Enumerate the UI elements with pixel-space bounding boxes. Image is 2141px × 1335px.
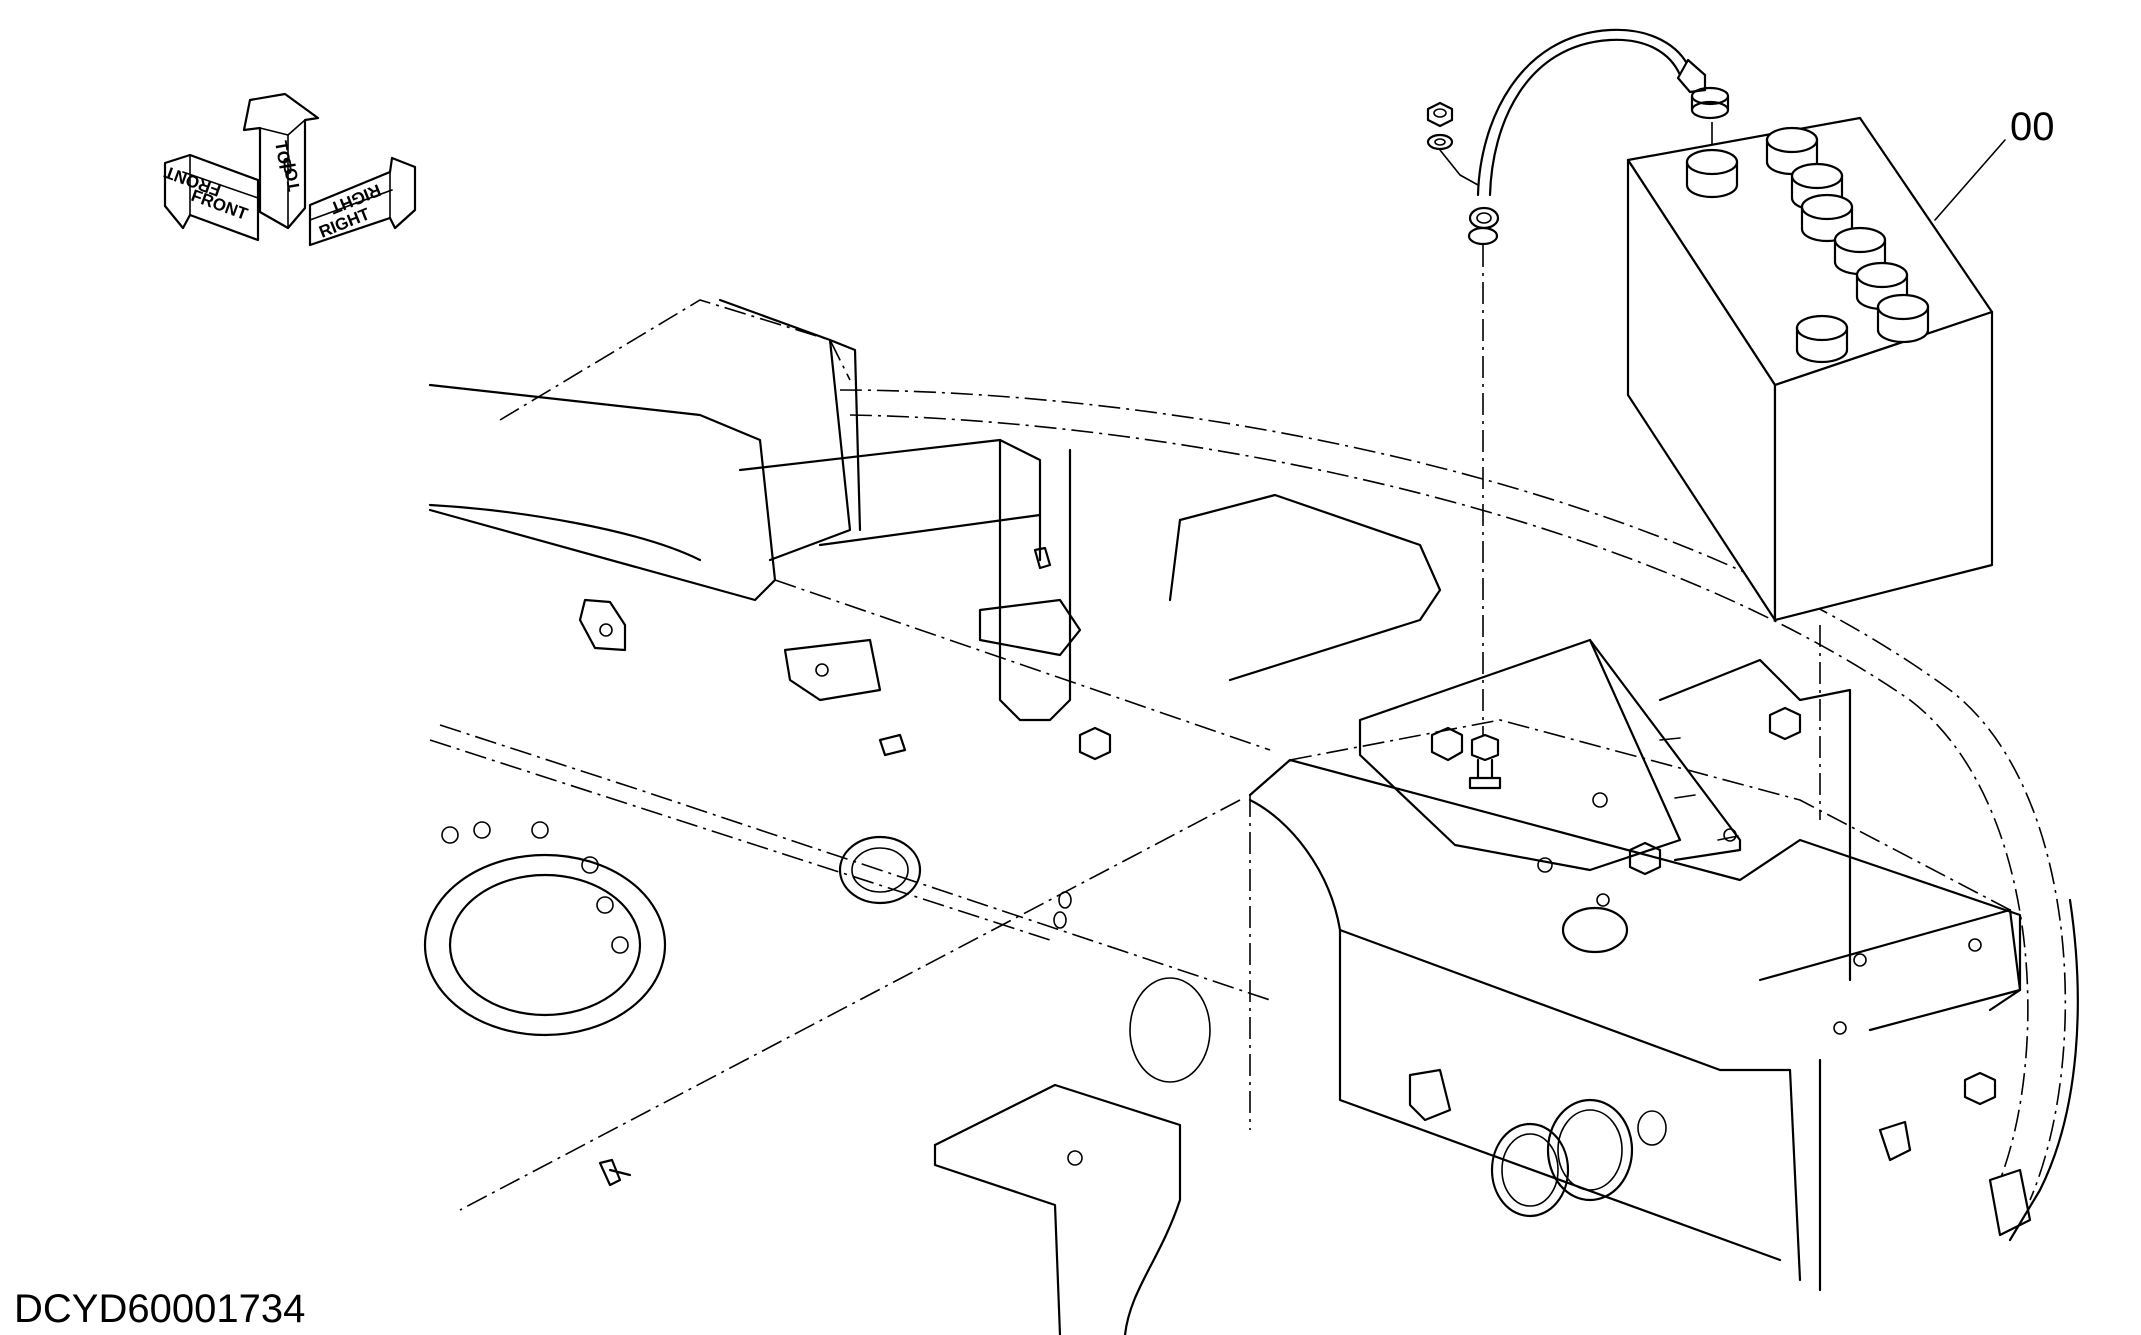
bolt-icon [1468, 733, 1502, 790]
battery-callout-label: 00 [2010, 105, 2055, 149]
battery-callout: 00 [1934, 105, 2055, 221]
washer-icon [1426, 133, 1454, 151]
top-arrow-icon: TOP TOP [242, 92, 320, 230]
upper-frame-icon [423, 298, 2079, 1335]
drawing-code: DCYD60001734 [14, 1287, 305, 1331]
cable-icon [1439, 28, 1730, 755]
nut-icon [1426, 101, 1454, 128]
battery-icon [1626, 116, 1994, 820]
front-arrow-icon: FRONT FRONT [161, 153, 260, 242]
orientation-indicator: FRONT FRONT TOP TOP RIGHT RIGHT [161, 92, 417, 247]
right-arrow-icon: RIGHT RIGHT [308, 156, 417, 247]
mount-bolt-icon [1078, 706, 1997, 1106]
